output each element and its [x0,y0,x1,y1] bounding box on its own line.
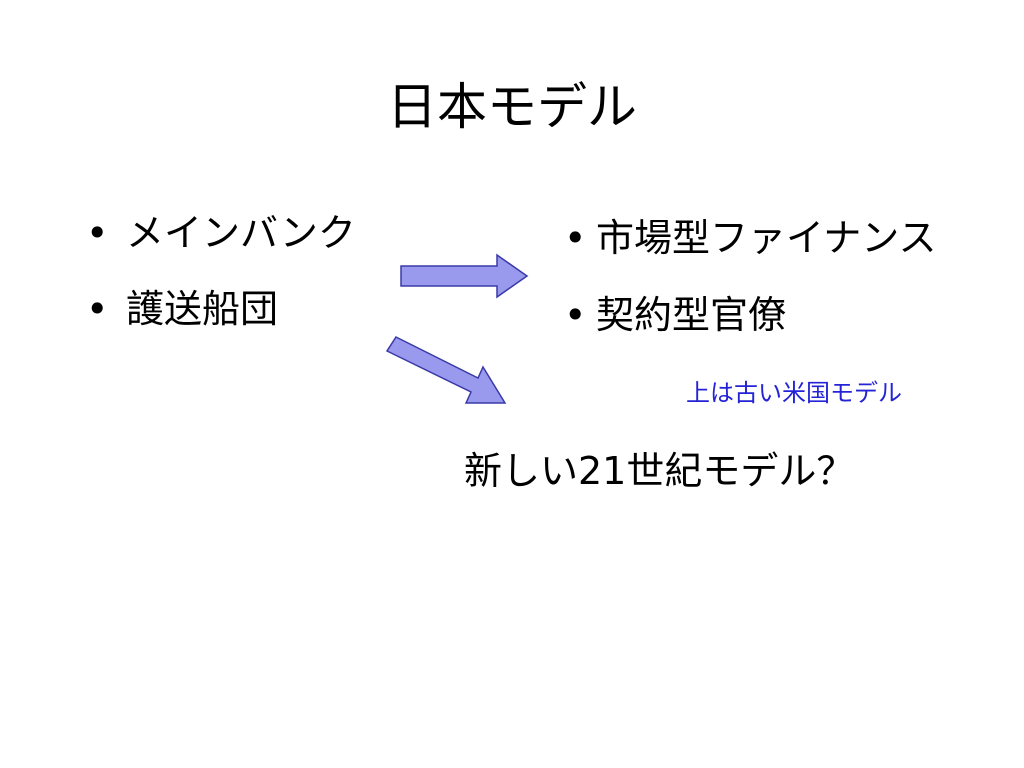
list-item: • 市場型ファイナンス [564,215,936,261]
right-bullet-list: • 市場型ファイナンス • 契約型官僚 [564,215,936,369]
bullet-dot: • [86,287,109,331]
diagonal-arrow-icon [385,336,507,404]
bullet-text: メインバンク [126,211,356,255]
bullet-dot: • [564,216,587,260]
right-arrow-icon [400,253,529,299]
bullet-dot: • [564,293,587,337]
bullet-text: 護送船団 [126,287,279,331]
list-item: • 契約型官僚 [564,292,936,338]
list-item: • 護送船団 [86,286,356,332]
question-text: 新しい21世紀モデル？ [464,449,855,493]
list-item: • メインバンク [86,210,356,256]
left-bullet-list: • メインバンク • 護送船団 [86,210,356,362]
slide-title: 日本モデル [387,78,637,136]
note-text: 上は古い米国モデル [686,379,902,407]
bullet-dot: • [86,211,109,255]
bullet-text: 契約型官僚 [596,293,787,337]
bullet-text: 市場型ファイナンス [596,216,937,260]
